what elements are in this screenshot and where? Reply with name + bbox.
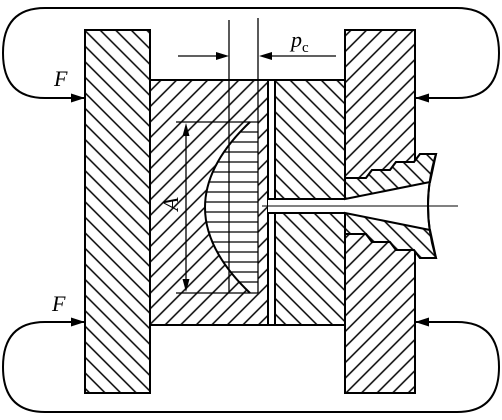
dimension-area: A: [158, 121, 258, 294]
dimension-pressure: pc: [178, 18, 336, 293]
pressure-distribution-lines: [205, 131, 258, 283]
left-platen: [84, 29, 151, 394]
dimension-arrowhead-down: [182, 279, 190, 292]
pressure-region: [205, 122, 258, 293]
label-pressure: pc: [289, 27, 309, 56]
dimension-arrowhead-up: [182, 123, 190, 136]
clamping-frame-bottom: [1, 317, 501, 413]
force-arrowhead-bottom-left: [71, 317, 85, 327]
frame-line-top: [1, 7, 501, 99]
nozzle: [344, 153, 438, 259]
label-area: A: [158, 197, 183, 213]
label-force-bottom: F: [51, 291, 66, 316]
force-arrowhead-bottom-right: [415, 317, 429, 327]
nozzle-lower-section: [344, 211, 438, 259]
pressure-distribution-curve: [204, 121, 251, 294]
clamping-frame-top: [1, 7, 501, 103]
pressure-arrowhead-left: [216, 52, 229, 60]
label-force-top: F: [53, 66, 68, 91]
force-arrowhead-top-right: [415, 93, 429, 103]
force-arrowhead-top-left: [71, 93, 85, 103]
frame-line-bottom: [1, 321, 501, 413]
pressure-arrowhead-right: [259, 52, 272, 60]
label-pressure-symbol: p: [289, 27, 302, 52]
label-pressure-subscript: c: [302, 40, 309, 56]
nozzle-upper-section: [344, 153, 438, 201]
